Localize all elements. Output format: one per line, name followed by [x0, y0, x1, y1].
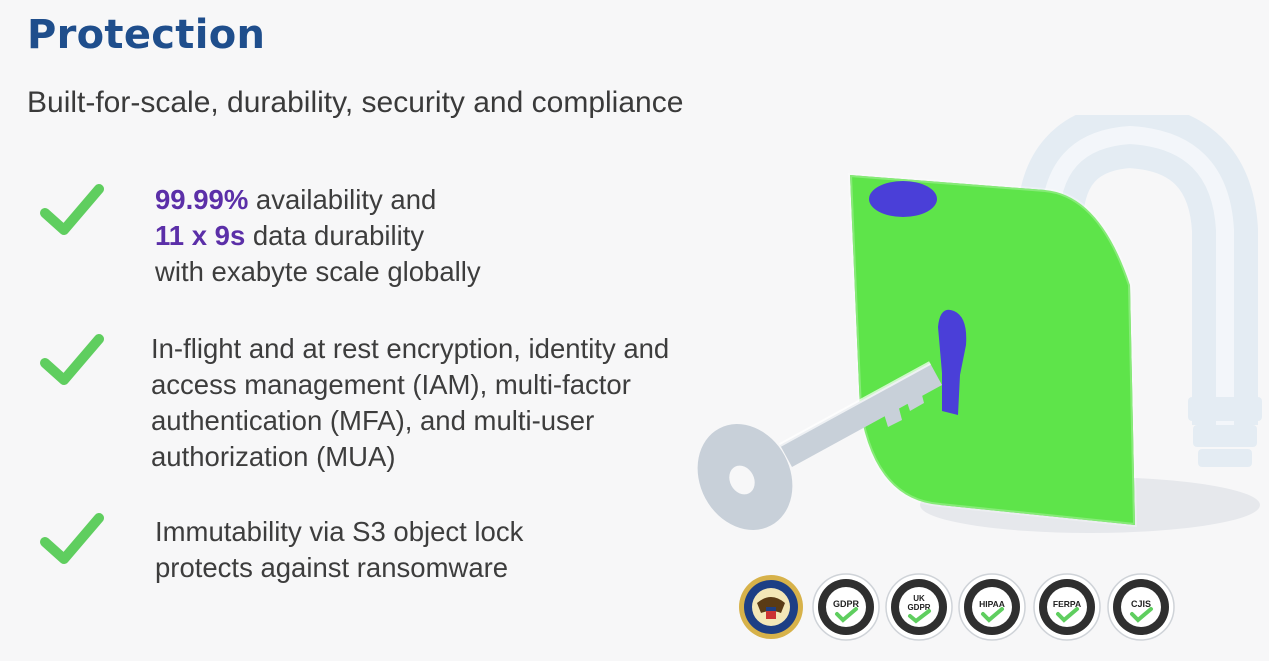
uk-gdpr-badge-icon: UK GDPR — [885, 573, 953, 641]
stat-availability: 99.99% — [155, 184, 249, 215]
svg-text:HIPAA: HIPAA — [979, 599, 1005, 609]
svg-text:FERPA: FERPA — [1053, 599, 1081, 609]
sec-seal-icon — [739, 575, 803, 639]
gdpr-badge-icon: GDPR — [812, 573, 880, 641]
padlock-with-key-icon — [697, 115, 1262, 533]
bullet-text: 99.99% availability and 11 x 9s data dur… — [155, 184, 481, 287]
svg-text:UK: UK — [913, 594, 925, 603]
page-title: Protection — [27, 12, 266, 58]
svg-text:CJIS: CJIS — [1131, 599, 1151, 609]
stat-durability: 11 x 9s — [155, 220, 246, 251]
compliance-badges: GDPR UK GDPR HIPAA FERPA CJIS — [737, 573, 1177, 643]
checkmark-icon — [40, 334, 104, 385]
checkmark-icon — [40, 184, 104, 235]
hipaa-badge-icon: HIPAA — [958, 573, 1026, 641]
bullet-text: In-flight and at rest encryption, identi… — [151, 333, 670, 472]
bullet-text: Immutability via S3 object lock protects… — [155, 516, 524, 583]
cjis-badge-icon: CJIS — [1107, 573, 1175, 641]
svg-text:GDPR: GDPR — [907, 603, 930, 612]
page-subtitle: Built-for-scale, durability, security an… — [27, 86, 684, 119]
ferpa-badge-icon: FERPA — [1033, 573, 1101, 641]
checkmark-icon — [40, 513, 104, 564]
svg-text:GDPR: GDPR — [833, 599, 860, 609]
